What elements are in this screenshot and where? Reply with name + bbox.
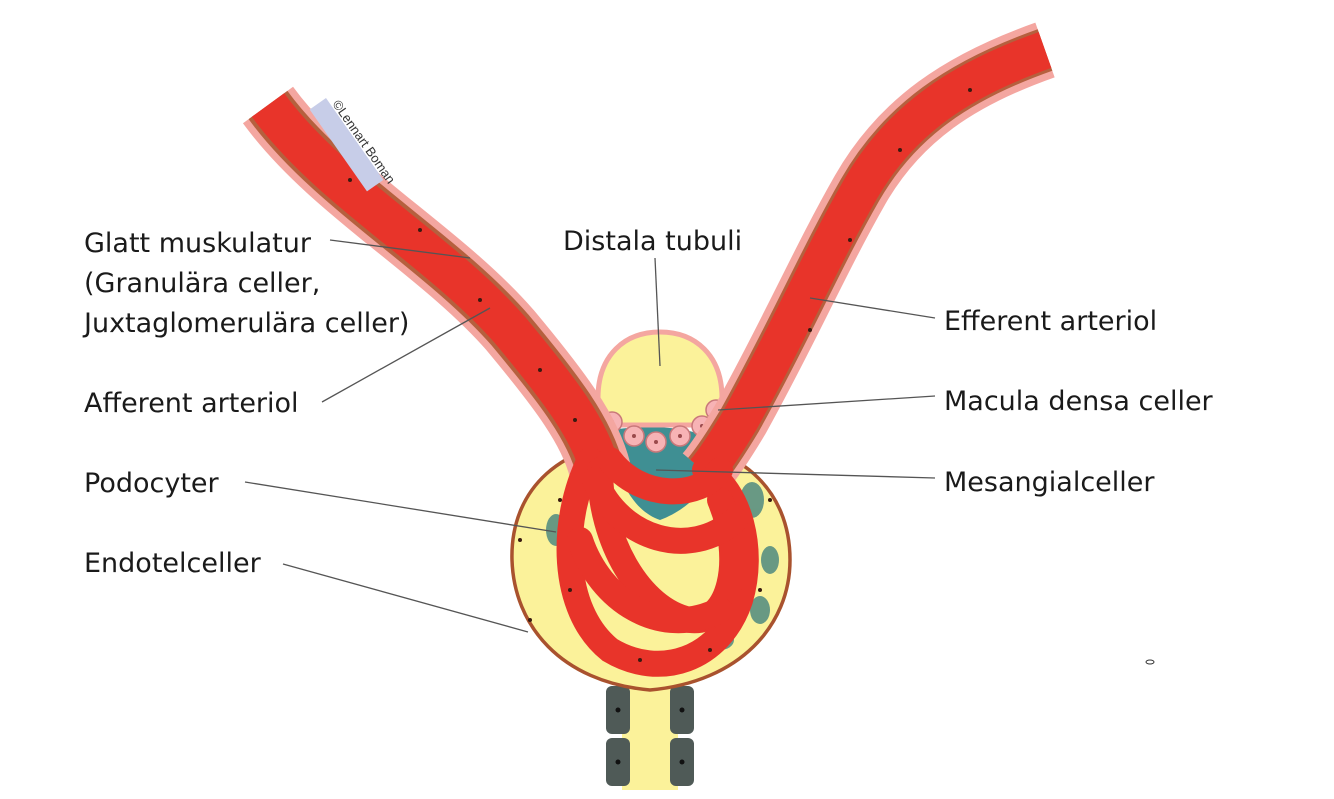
label-endotelceller: Endotelceller (84, 548, 262, 579)
leader-distala (654, 257, 661, 367)
afferent-arteriole-vessel (242, 86, 631, 479)
label-podocyter: Podocyter (84, 468, 220, 499)
leader-endotel (282, 563, 529, 633)
leader-afferent (321, 307, 491, 403)
leader-lines (244, 239, 936, 633)
leader-glatt (329, 239, 471, 259)
label-granulara-celler: (Granulära celler, (84, 268, 320, 299)
glomerular-capillaries (556, 447, 759, 677)
label-juxtaglomerulara-celler: Juxtaglomerulära celler) (82, 308, 409, 339)
leader-macula (717, 395, 936, 411)
efferent-arteriole-vessel (682, 22, 1055, 491)
leader-efferent (809, 297, 936, 319)
label-macula-densa-celler: Macula densa celler (944, 386, 1214, 417)
label-distala-tubuli: Distala tubuli (563, 226, 742, 257)
proximal-tubule (606, 680, 694, 790)
leader-podocyter (244, 481, 557, 533)
label-efferent-arteriol: Efferent arteriol (944, 306, 1157, 337)
label-glatt-muskulatur: Glatt muskulatur (84, 228, 312, 259)
labels: Glatt muskulatur (Granulära celler, Juxt… (82, 226, 1214, 579)
endothelial-nuclei (348, 88, 972, 662)
label-mesangialceller: Mesangialceller (944, 467, 1155, 498)
stray-mark (1145, 659, 1155, 665)
leader-mesangial (655, 469, 936, 479)
distal-tubule (595, 329, 725, 428)
label-afferent-arteriol: Afferent arteriol (84, 388, 299, 419)
